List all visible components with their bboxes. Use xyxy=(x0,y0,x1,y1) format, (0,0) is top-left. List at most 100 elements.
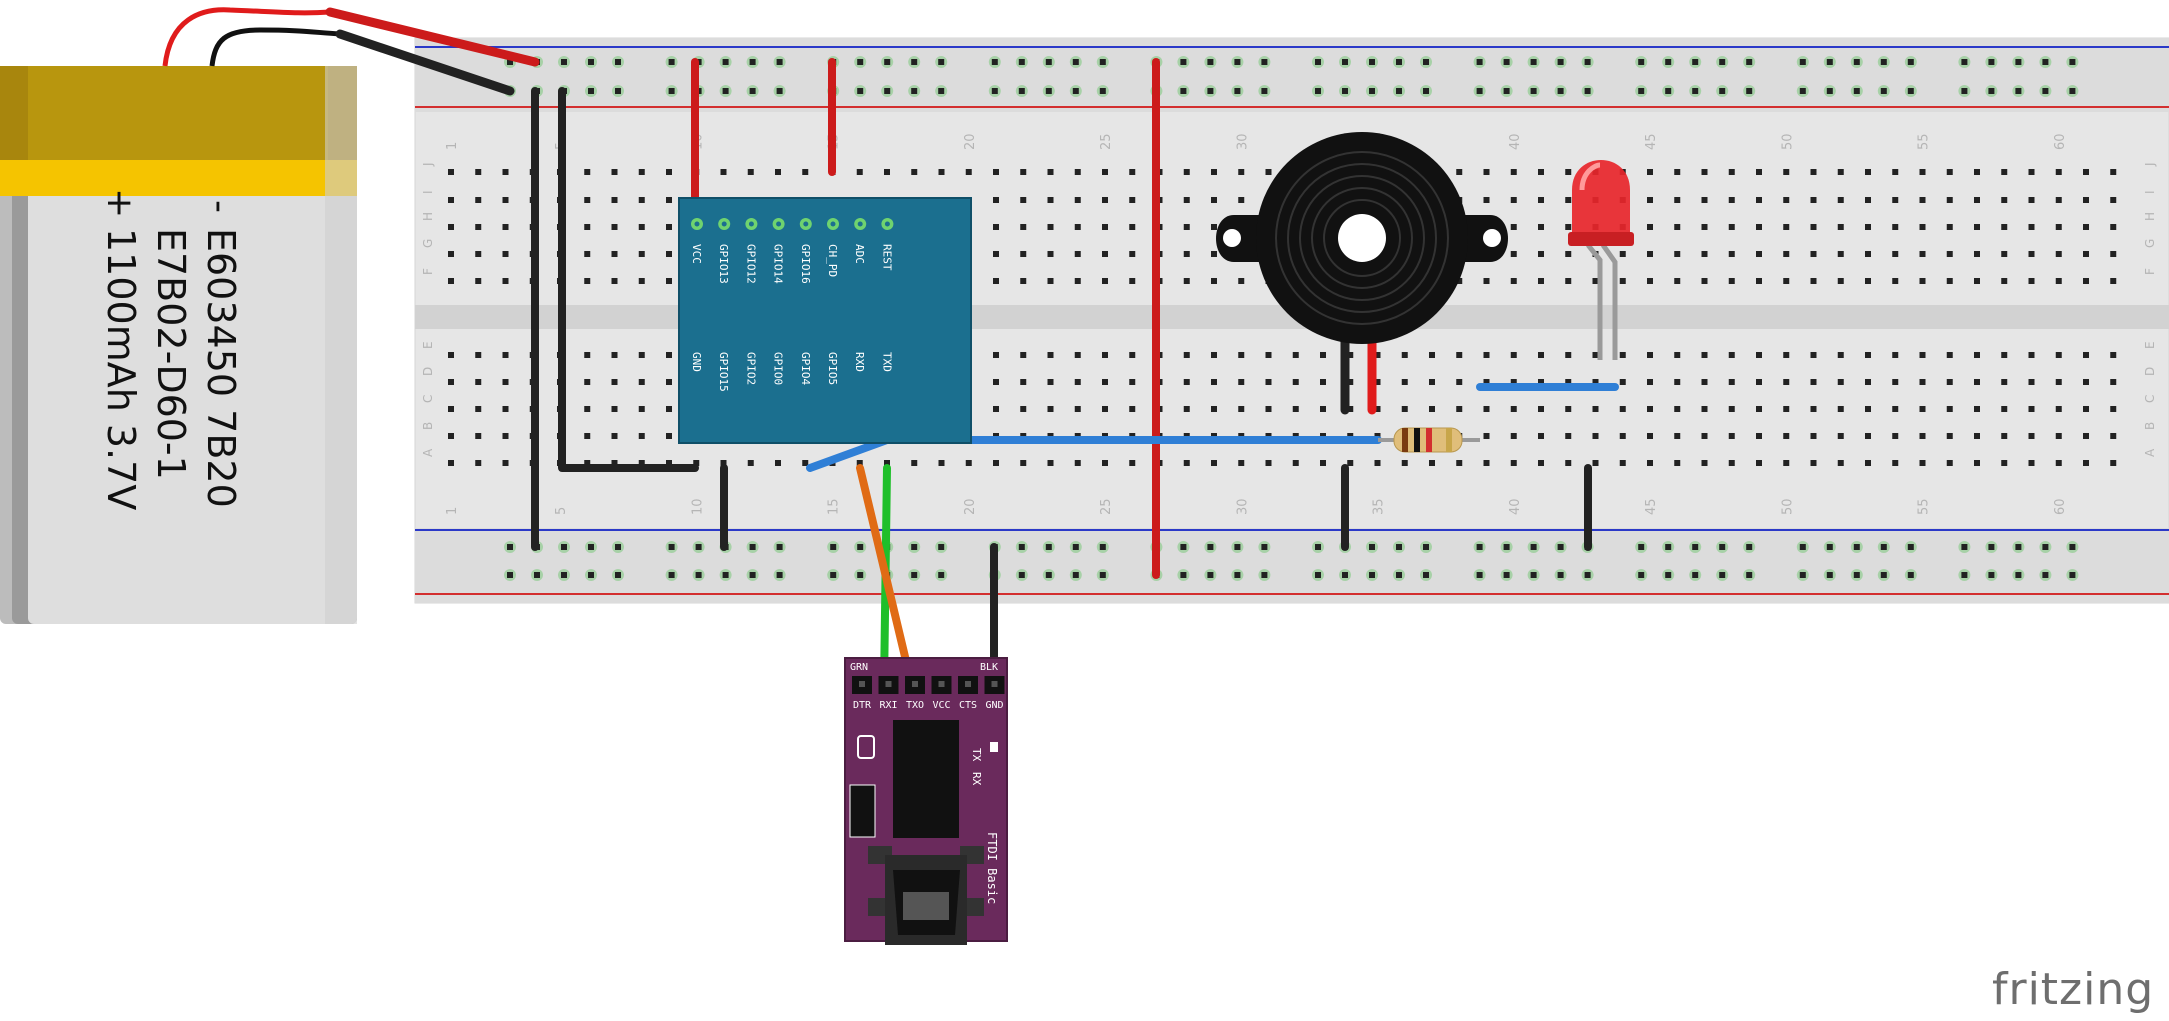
breadboard-hole xyxy=(720,460,727,466)
breadboard-hole xyxy=(1783,406,1790,412)
breadboard-hole xyxy=(1647,433,1653,439)
rail-hole xyxy=(857,544,864,550)
column-number-bottom: 60 xyxy=(2053,498,2068,515)
breadboard-hole xyxy=(1238,169,1245,175)
breadboard-hole xyxy=(1783,460,1790,466)
wire-orange-txo xyxy=(856,464,916,690)
breadboard-hole xyxy=(475,169,482,175)
breadboard-hole xyxy=(1183,169,1190,175)
battery-label-line1: E603450 7B20 xyxy=(199,228,243,508)
column-number-top: 60 xyxy=(2053,133,2068,150)
rail-hole xyxy=(1584,572,1591,578)
rail-hole xyxy=(1719,59,1726,65)
row-letter: I xyxy=(421,190,435,194)
breadboard-hole xyxy=(775,169,781,175)
rail-hole xyxy=(1261,544,1268,550)
rail-hole xyxy=(1692,572,1699,578)
rail-hole xyxy=(1638,544,1645,550)
breadboard-hole xyxy=(611,352,618,358)
breadboard-hole xyxy=(1974,224,1980,230)
breadboard-hole xyxy=(584,460,591,466)
breadboard-hole xyxy=(1183,224,1190,230)
rail-hole xyxy=(1207,88,1214,94)
rail-hole xyxy=(1638,59,1645,65)
breadboard-hole xyxy=(1238,406,1245,412)
breadboard-hole xyxy=(1647,197,1653,203)
breadboard-hole xyxy=(475,251,482,257)
ftdi-pin-label: VCC xyxy=(932,700,950,711)
breadboard-hole xyxy=(1728,406,1735,412)
breadboard-hole xyxy=(611,169,618,175)
breadboard-hole xyxy=(993,406,999,412)
esp-pin-label: GPIO15 xyxy=(717,352,730,392)
breadboard-hole xyxy=(2001,169,2008,175)
ftdi-pin-label: GND xyxy=(985,700,1003,711)
breadboard-hole xyxy=(1728,278,1735,284)
breadboard-hole xyxy=(2110,379,2117,385)
breadboard-hole xyxy=(1837,197,1844,203)
breadboard-hole xyxy=(993,379,999,385)
breadboard-hole xyxy=(1211,224,1217,230)
breadboard-hole xyxy=(1892,224,1899,230)
breadboard-hole xyxy=(584,352,591,358)
rail-hole xyxy=(1665,88,1672,94)
breadboard-hole xyxy=(1919,169,1926,175)
breadboard-hole xyxy=(1020,379,1027,385)
breadboard-hole xyxy=(1674,251,1681,257)
breadboard-hole xyxy=(1892,352,1899,358)
breadboard-hole xyxy=(638,224,645,230)
breadboard-hole xyxy=(1701,251,1708,257)
breadboard-hole xyxy=(1347,460,1354,466)
ftdi-rx-label: RX xyxy=(970,772,983,786)
breadboard-hole xyxy=(2110,278,2117,284)
breadboard-hole xyxy=(1810,406,1817,412)
row-letter: D xyxy=(421,367,435,376)
breadboard-hole xyxy=(638,169,645,175)
rail-hole xyxy=(1099,572,1106,578)
breadboard-hole xyxy=(2001,433,2008,439)
rail-hole xyxy=(1638,88,1645,94)
rail-hole xyxy=(1423,544,1429,550)
breadboard-hole xyxy=(1946,433,1953,439)
breadboard-hole xyxy=(1619,251,1626,257)
rail-hole xyxy=(938,544,945,550)
breadboard-hole xyxy=(1047,379,1054,385)
breadboard-hole xyxy=(1510,352,1517,358)
rail-hole xyxy=(2042,572,2049,578)
column-number-bottom: 45 xyxy=(1644,498,1659,515)
breadboard-hole xyxy=(1401,460,1408,466)
rail-hole xyxy=(1315,59,1321,65)
esp-pin-label: VCC xyxy=(690,244,703,264)
breadboard-hole xyxy=(502,224,509,230)
rail-hole xyxy=(1746,572,1753,578)
breadboard-hole xyxy=(1538,169,1544,175)
breadboard-hole xyxy=(1647,251,1653,257)
breadboard-hole xyxy=(1047,169,1054,175)
breadboard-hole xyxy=(1783,379,1790,385)
breadboard-hole xyxy=(2055,224,2062,230)
breadboard-hole xyxy=(1074,251,1081,257)
column-number-bottom: 20 xyxy=(963,498,978,515)
breadboard-hole xyxy=(1020,197,1027,203)
breadboard-hole xyxy=(1810,169,1817,175)
breadboard-hole xyxy=(1783,251,1790,257)
breadboard-hole xyxy=(1974,169,1980,175)
breadboard-hole xyxy=(1565,379,1572,385)
breadboard-hole xyxy=(1456,352,1463,358)
breadboard-hole xyxy=(1429,406,1435,412)
rail-hole xyxy=(1207,572,1214,578)
breadboard-hole xyxy=(502,433,509,439)
breadboard-hole xyxy=(1674,460,1681,466)
rail-hole xyxy=(776,88,783,94)
rail-hole xyxy=(1423,88,1429,94)
breadboard-hole xyxy=(666,433,672,439)
rail-hole xyxy=(1503,88,1510,94)
breadboard-hole xyxy=(1701,352,1708,358)
rail-hole xyxy=(2015,88,2022,94)
breadboard-hole xyxy=(1047,352,1054,358)
breadboard-hole xyxy=(1674,278,1681,284)
breadboard-hole xyxy=(747,169,754,175)
esp-pin-label: TXD xyxy=(880,352,893,372)
breadboard-hole xyxy=(965,460,972,466)
